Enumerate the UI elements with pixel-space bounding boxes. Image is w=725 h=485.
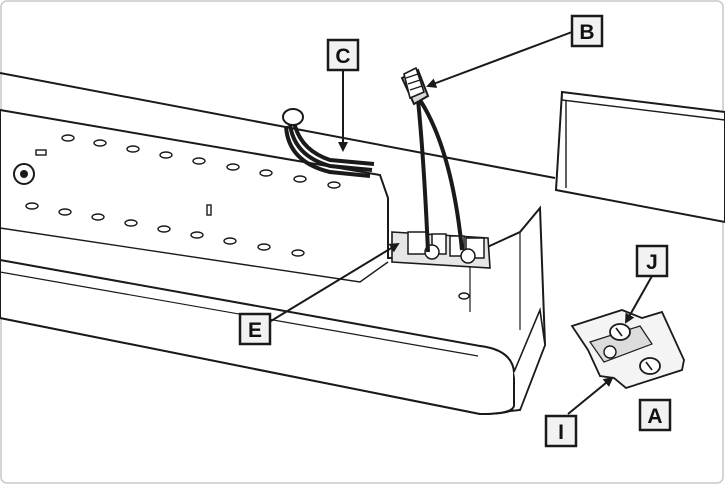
callout-e: E: [238, 312, 272, 346]
callout-c-text: C: [335, 45, 350, 68]
leader-lines: [265, 31, 653, 415]
callout-i: I: [544, 414, 578, 448]
leader-b: [426, 31, 573, 88]
callout-b: B: [570, 14, 604, 48]
cable-bundle: [282, 108, 375, 178]
callout-a: A: [638, 398, 672, 432]
vent-slots-top: [61, 134, 341, 189]
leader-j: [625, 275, 653, 324]
vent-slots-bottom: [25, 202, 470, 300]
leader-e: [265, 242, 400, 325]
wall-edge: [0, 72, 556, 179]
callout-a-text: A: [647, 405, 662, 428]
callout-c: C: [326, 38, 360, 72]
wall-panel: [554, 90, 725, 224]
callout-i-text: I: [558, 421, 564, 444]
callout-j-text: J: [646, 251, 658, 274]
terminal-block: [391, 231, 491, 269]
callout-b-text: B: [579, 21, 594, 44]
callout-e-text: E: [248, 319, 262, 342]
slot-vertical: [206, 204, 212, 216]
wire-nut-assembly: [400, 66, 464, 253]
leader-i: [567, 376, 614, 415]
callout-j: J: [635, 244, 669, 278]
knob-inner: [20, 170, 28, 178]
mounting-bracket: [570, 309, 685, 390]
slot-small: [35, 149, 47, 156]
